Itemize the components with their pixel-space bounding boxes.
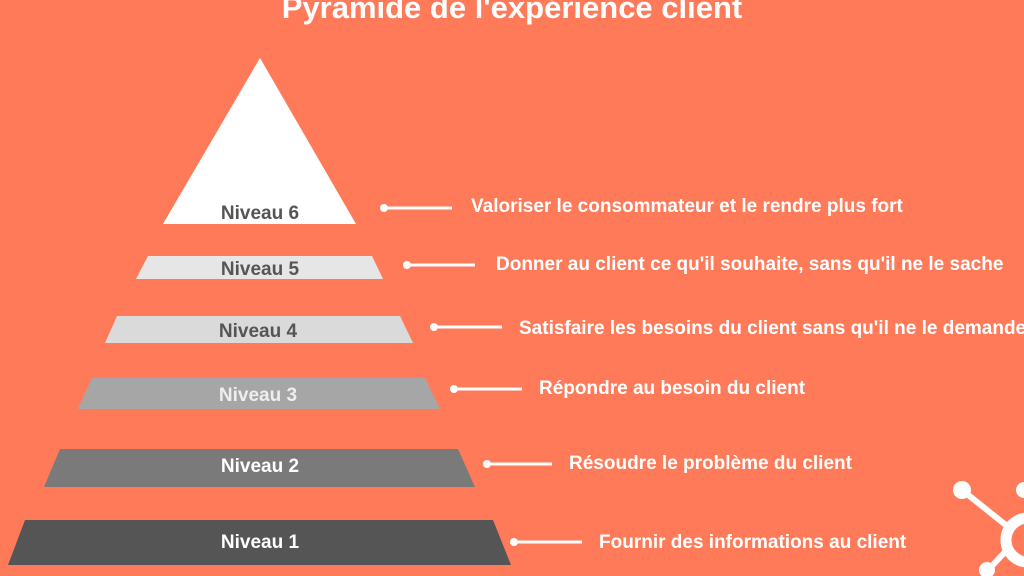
level-description: Valoriser le consommateur et le rendre p… xyxy=(471,196,904,217)
hubspot-logo-icon xyxy=(953,481,1024,576)
pyramid-top-triangle xyxy=(163,58,356,224)
level-description: Répondre au besoin du client xyxy=(539,378,806,399)
arrow-icon xyxy=(510,538,582,546)
level-label: Niveau 4 xyxy=(219,321,298,342)
diagram-title: Pyramide de l'expérience client xyxy=(282,0,743,25)
arrow-icon xyxy=(483,460,552,468)
arrow-icon xyxy=(450,385,522,393)
level-1: Niveau 1 xyxy=(8,520,511,565)
level-2: Niveau 2 xyxy=(44,449,475,487)
level-label: Niveau 5 xyxy=(221,259,300,280)
pyramid-tier xyxy=(78,378,440,409)
level-description: Résoudre le problème du client xyxy=(569,453,853,474)
level-6: Niveau 6 xyxy=(163,58,356,224)
level-3: Niveau 3 xyxy=(78,378,440,409)
level-label: Niveau 1 xyxy=(221,532,300,553)
level-label: Niveau 2 xyxy=(221,456,299,477)
level-label: Niveau 6 xyxy=(221,203,299,224)
pyramid-tier xyxy=(8,520,511,565)
arrow-icon xyxy=(430,323,502,331)
level-4: Niveau 4 xyxy=(105,316,413,343)
arrow-icon xyxy=(380,204,452,212)
level-description: Donner au client ce qu'il souhaite, sans… xyxy=(496,254,1003,275)
level-5: Niveau 5 xyxy=(136,256,383,280)
level-description: Satisfaire les besoins du client sans qu… xyxy=(519,318,1024,339)
pyramid-tier xyxy=(105,316,413,343)
pyramid-tier xyxy=(44,449,475,487)
level-description: Fournir des informations au client xyxy=(599,532,907,553)
level-label: Niveau 3 xyxy=(219,385,297,406)
arrow-icon xyxy=(403,261,475,269)
pyramid-tier xyxy=(136,256,383,279)
